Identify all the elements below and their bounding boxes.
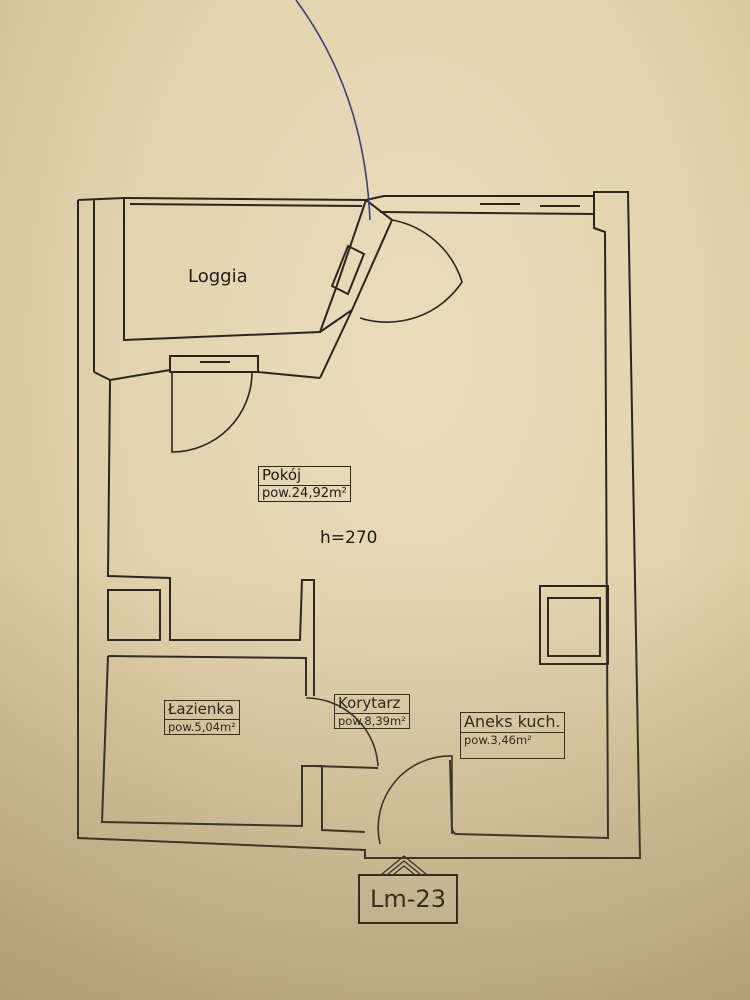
outer-wall-left-inner bbox=[77, 197, 125, 372]
top-wall bbox=[365, 195, 595, 228]
loggia-label: Loggia bbox=[188, 266, 248, 287]
bathroom-door-swing bbox=[305, 697, 379, 767]
entrance-door-swing bbox=[377, 755, 453, 845]
outer-wall bbox=[77, 191, 642, 859]
loggia-door-opening bbox=[169, 355, 259, 373]
korytarz-area: pow.8,39m² bbox=[338, 713, 406, 728]
pokoj-area: pow.24,92m² bbox=[262, 485, 347, 501]
lazienka-walls bbox=[100, 655, 366, 833]
kitchen-walls bbox=[449, 586, 541, 835]
loggia-walls bbox=[123, 196, 368, 342]
balcony-door-frame bbox=[330, 244, 366, 296]
lazienka-label: Łazienka pow.5,04m² bbox=[164, 700, 240, 735]
loggia-door-glass bbox=[200, 355, 230, 363]
pokoj-name: Pokój bbox=[259, 467, 350, 486]
blue-pencil-arc bbox=[295, 0, 371, 221]
kitchen-shaft bbox=[539, 585, 609, 665]
corridor-wall bbox=[313, 765, 379, 769]
loggia-window bbox=[129, 203, 363, 207]
lazienka-area: pow.5,04m² bbox=[168, 719, 236, 734]
pokoj-top-left-wall bbox=[109, 369, 321, 381]
loggia-door-swing bbox=[171, 371, 253, 453]
balcony-door-swing bbox=[359, 219, 463, 323]
top-window bbox=[480, 203, 580, 207]
lazienka-name: Łazienka bbox=[165, 701, 239, 720]
aneks-area: pow.3,46m² bbox=[464, 732, 532, 747]
korytarz-name: Korytarz bbox=[335, 695, 409, 714]
pokoj-height: h=270 bbox=[320, 528, 378, 548]
diagonal-wall bbox=[319, 199, 394, 379]
pokoj-label: Pokój pow.24,92m² bbox=[258, 466, 351, 503]
lazienka-shaft bbox=[107, 589, 161, 641]
unit-code-label: Lm-23 bbox=[358, 874, 458, 924]
korytarz-label: Korytarz pow.8,39m² bbox=[334, 694, 410, 729]
pokoj-left-wall bbox=[93, 371, 315, 696]
aneks-name: Aneks kuch. bbox=[461, 713, 564, 733]
aneks-label: Aneks kuch. pow.3,46m² bbox=[460, 712, 565, 759]
entrance-arrow-icon bbox=[381, 855, 427, 875]
